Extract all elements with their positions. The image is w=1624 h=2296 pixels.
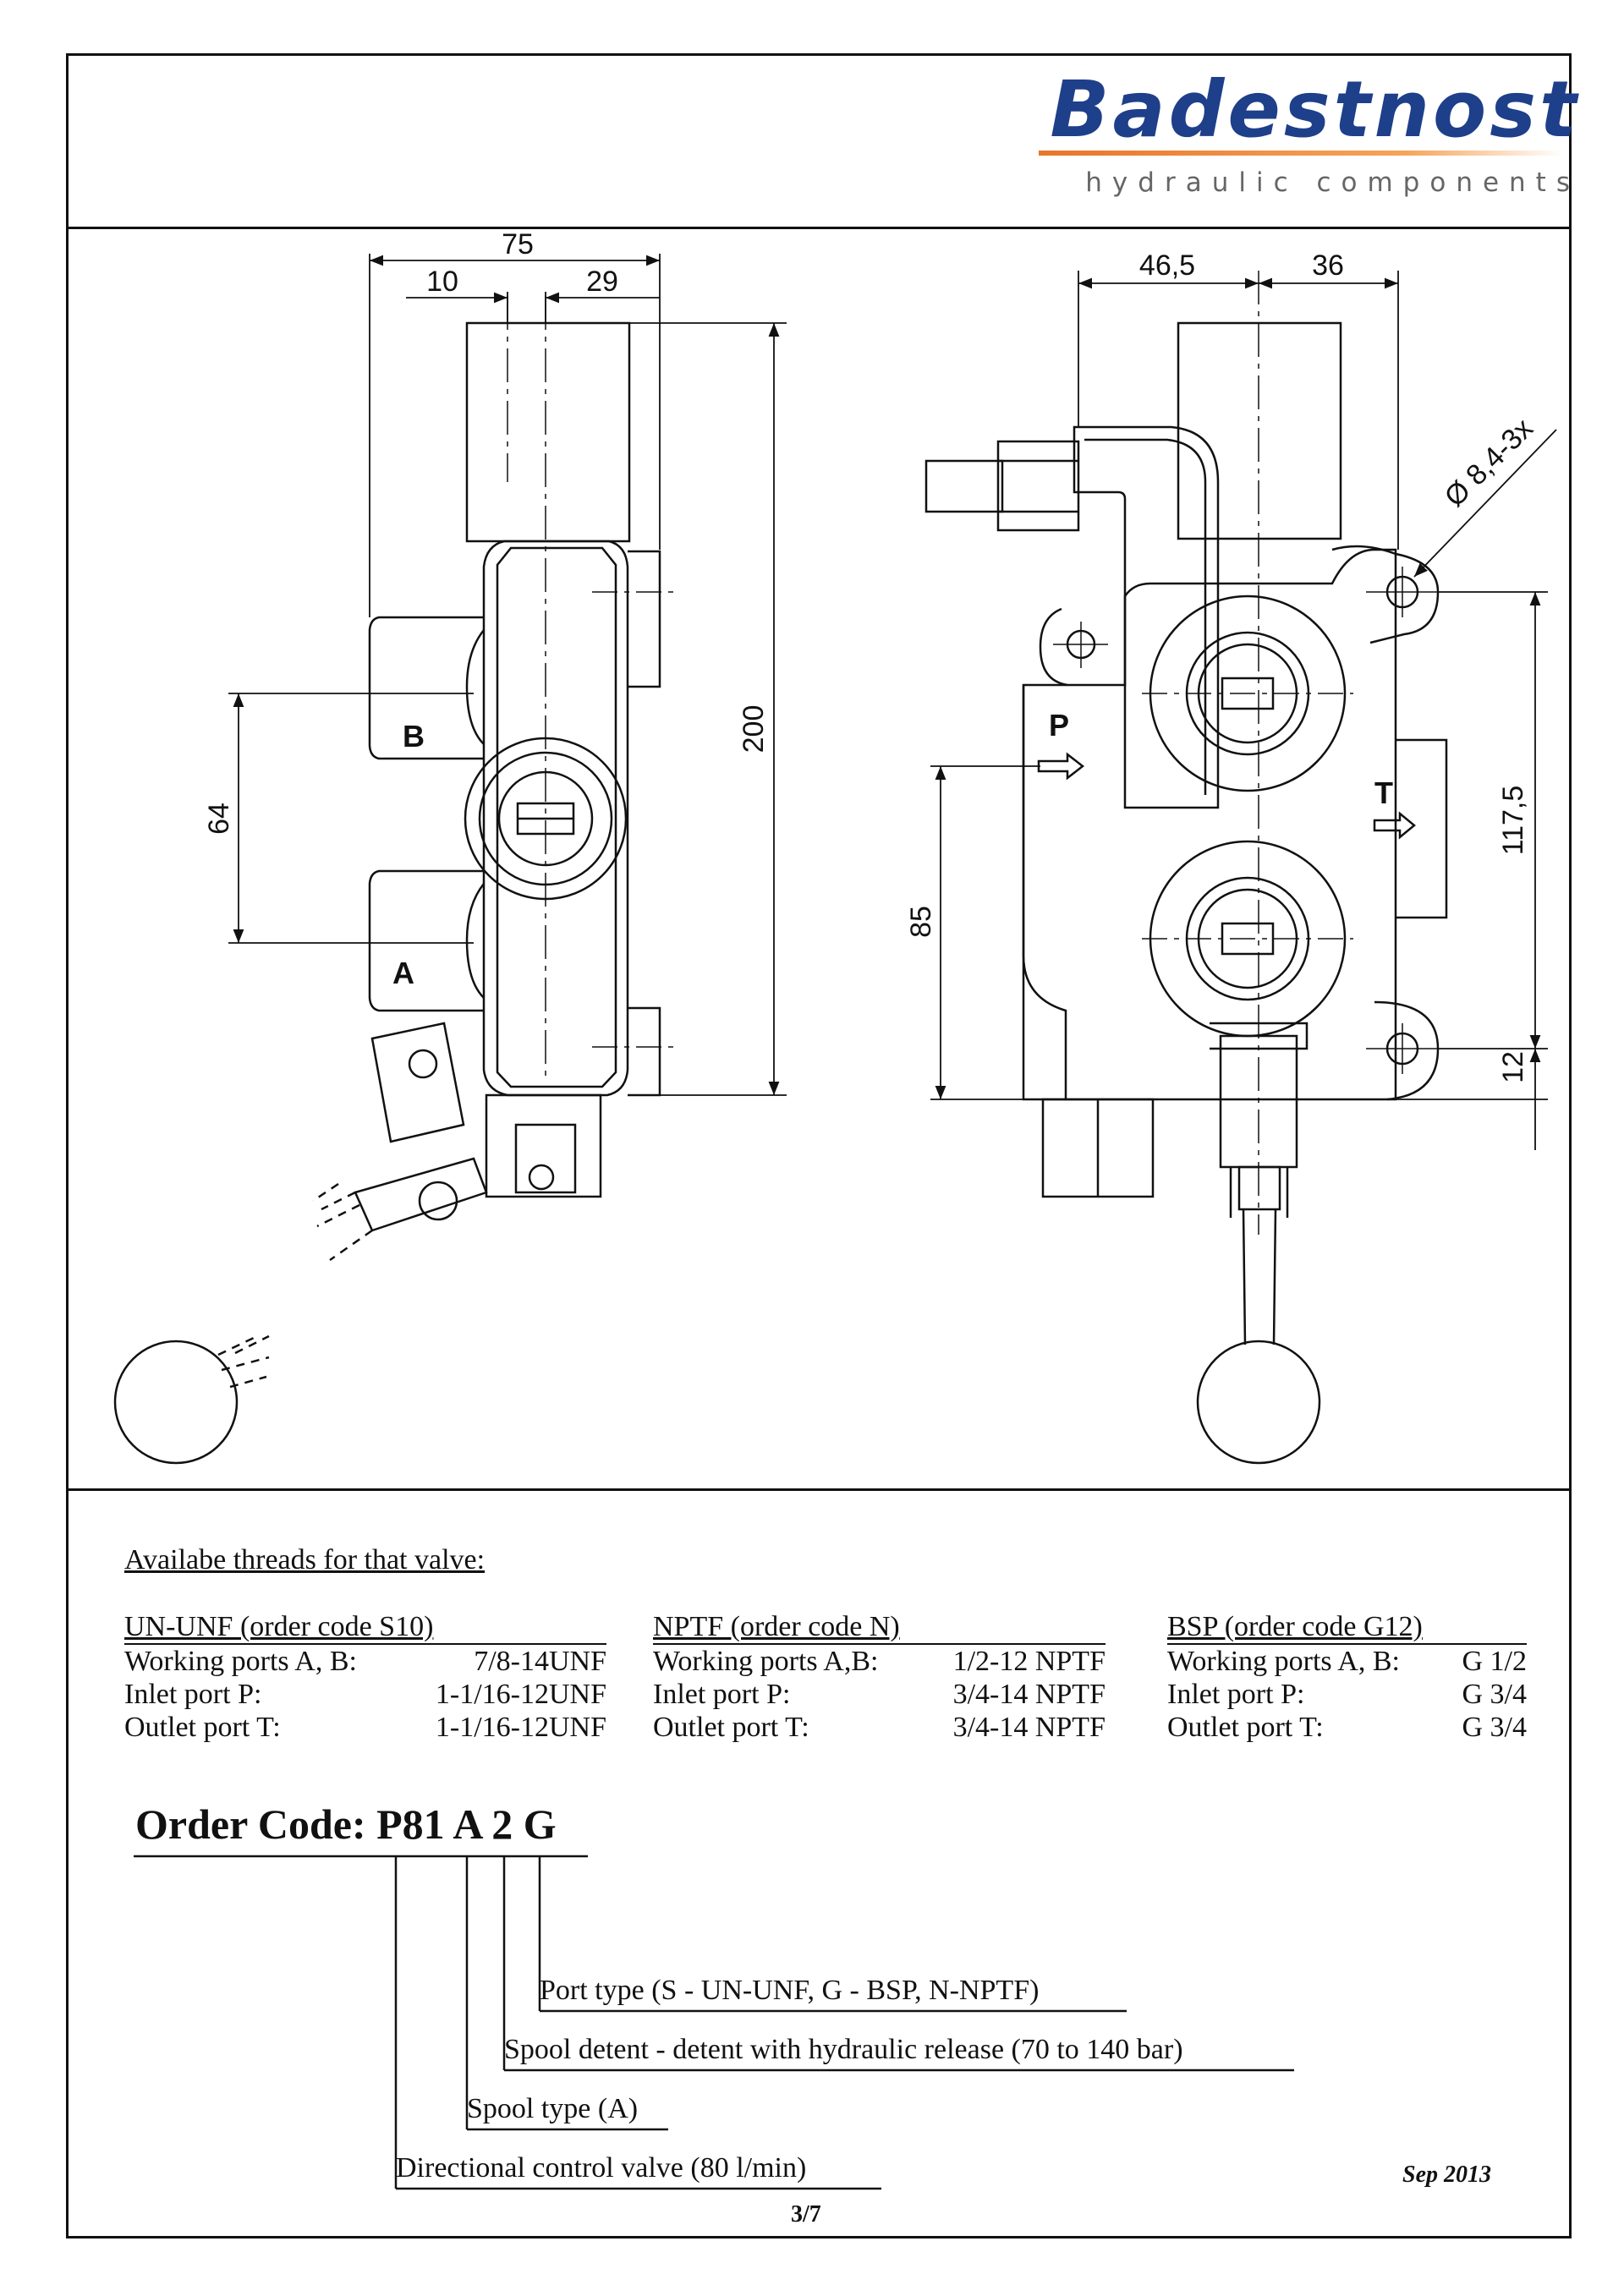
side-lever-ball	[113, 1340, 239, 1465]
front-view-dimensions	[930, 271, 1557, 1150]
brand-logo-text: Badestnost	[1050, 64, 1580, 155]
dim-hole-spacing: 117,5	[1497, 786, 1529, 856]
port-label-a: A	[392, 956, 414, 990]
brand-swoosh	[1039, 151, 1563, 156]
dim-front-right: 36	[1312, 249, 1344, 282]
dim-leader-holes	[1413, 429, 1557, 578]
port-label-b: B	[403, 719, 425, 753]
front-main-body	[1022, 548, 1397, 1101]
thread-column-nptf: NPTF (order code N) Working ports A,B:1/…	[653, 1610, 1106, 1744]
thread-column-title: BSP (order code G12)	[1167, 1611, 1423, 1642]
thread-row: Working ports A,B:1/2-12 NPTF	[653, 1643, 1106, 1678]
legend-port-type: Port type (S - UN-UNF, G - BSP, N-NPTF)	[540, 1975, 1040, 2006]
legend-valve: Directional control valve (80 l/min)	[396, 2152, 807, 2184]
dim-total-width: 75	[502, 228, 534, 260]
footer-date: Sep 2013	[1402, 2162, 1491, 2188]
port-label-p: P	[1049, 708, 1069, 743]
thread-column-bsp: BSP (order code G12) Working ports A, B:…	[1167, 1610, 1527, 1744]
dim-inlet-height: 85	[905, 906, 937, 938]
side-lever-bracket	[370, 1022, 465, 1143]
side-port-b	[368, 616, 484, 760]
front-mount-ear-top	[1331, 545, 1440, 644]
front-arrow-t	[1373, 811, 1416, 840]
side-lever-handle	[354, 1157, 488, 1232]
brand-tagline: hydraulic components	[1085, 167, 1580, 198]
dim-left: 10	[426, 266, 458, 298]
dim-height: 200	[738, 705, 770, 753]
front-lever-ball	[1196, 1340, 1321, 1465]
thread-column-unf: UN-UNF (order code S10) Working ports A,…	[124, 1610, 606, 1744]
side-port-a	[368, 869, 484, 1012]
front-upper-housing	[1177, 321, 1342, 540]
thread-row: Working ports A, B:G 1/2	[1167, 1643, 1527, 1678]
front-lever-rod-left	[1242, 1208, 1247, 1345]
page-frame	[66, 53, 1572, 2238]
thread-row: Outlet port T:3/4-14 NPTF	[653, 1712, 1106, 1743]
technical-drawing: 75 10 29 200 64 46,5 36 Ø 8,4-3x 117,5 1…	[113, 228, 1557, 1465]
thread-column-title: NPTF (order code N)	[653, 1611, 900, 1642]
thread-row: Working ports A, B:7/8-14UNF	[124, 1643, 606, 1678]
header-divider	[66, 227, 1572, 229]
dim-ports: 64	[203, 803, 235, 835]
thread-row: Outlet port T:1-1/16-12UNF	[124, 1712, 606, 1743]
front-inlet-elbow	[1073, 425, 1220, 809]
thread-column-title: UN-UNF (order code S10)	[124, 1611, 434, 1642]
port-label-t: T	[1374, 775, 1393, 810]
side-right-boss-top	[628, 550, 661, 688]
side-main-body	[482, 540, 629, 1097]
front-mount-ear-left	[1039, 607, 1068, 687]
side-detent-cap	[485, 1093, 602, 1198]
legend-spool-type: Spool type (A)	[467, 2093, 639, 2124]
thread-row: Inlet port P:3/4-14 NPTF	[653, 1679, 1106, 1710]
thread-row: Inlet port P:1-1/16-12UNF	[124, 1679, 606, 1710]
thread-row: Outlet port T:G 3/4	[1167, 1712, 1527, 1743]
thread-row: Inlet port P:G 3/4	[1167, 1679, 1527, 1710]
front-inlet-fitting	[996, 440, 1080, 532]
threads-heading: Availabe threads for that valve:	[124, 1544, 486, 1575]
front-arrow-p	[1037, 752, 1085, 781]
front-lever-rod-right	[1272, 1208, 1277, 1345]
dim-right: 29	[586, 266, 618, 298]
order-code-title: Order Code: P81 A 2 G	[135, 1800, 557, 1848]
dim-bottom-offset: 12	[1497, 1051, 1529, 1083]
side-view-dimensions	[228, 254, 787, 1096]
page-number: 3/7	[791, 2201, 821, 2228]
dim-front-left: 46,5	[1139, 249, 1195, 282]
front-outlet-boss	[1396, 738, 1448, 919]
drawing-divider	[66, 1488, 1572, 1491]
legend-spool-detent: Spool detent - detent with hydraulic rel…	[504, 2034, 1183, 2065]
